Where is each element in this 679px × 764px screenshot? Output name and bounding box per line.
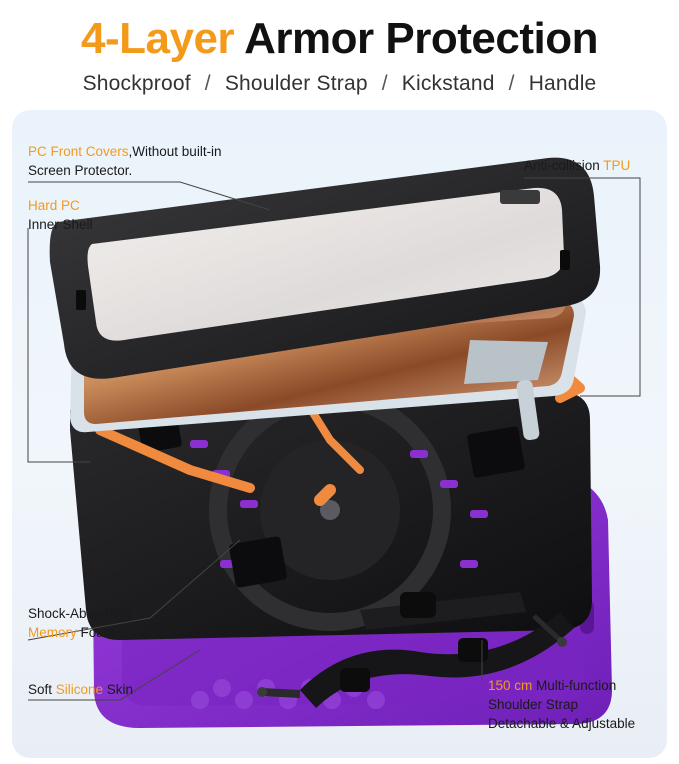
label-front-cover-rest: ,Without built-in xyxy=(128,144,222,159)
label-silicone-text: Soft xyxy=(28,682,56,697)
label-silicone: Soft Silicone Skin xyxy=(28,680,133,699)
feature-item: Shockproof xyxy=(82,72,191,95)
leader-lines xyxy=(27,177,641,701)
label-strap-accent: 150 cm xyxy=(488,678,533,693)
feature-item: Handle xyxy=(528,72,597,95)
label-foam-rest: Foam xyxy=(76,625,116,640)
feature-separator: / xyxy=(204,72,211,95)
label-inner-shell-line2: Inner Shell xyxy=(28,217,93,232)
label-foam-line1: Shock-Absorbing xyxy=(28,606,131,621)
label-front-cover-accent: PC Front Covers xyxy=(28,144,129,159)
pc-front-cover xyxy=(49,157,601,379)
label-tpu-accent: TPU xyxy=(603,158,631,173)
feature-separator: / xyxy=(381,72,388,95)
shoulder-strap xyxy=(257,592,574,708)
feature-separator: / xyxy=(508,72,515,95)
label-strap: 150 cm Multi-function Shoulder Strap Det… xyxy=(488,676,635,733)
label-inner-shell: Hard PC Inner Shell xyxy=(28,196,93,234)
label-silicone-accent: Silicone xyxy=(55,682,104,697)
label-front-cover-line2: Screen Protector. xyxy=(28,163,133,178)
feature-item: Kickstand xyxy=(401,72,495,95)
label-tpu: Anti-collision TPU xyxy=(524,156,630,175)
label-strap-line2: Shoulder Strap xyxy=(488,697,579,712)
headline-accent: 4-Layer xyxy=(81,14,235,63)
headline-rest: Armor Protection xyxy=(244,14,598,63)
headline: 4-Layer Armor Protection xyxy=(0,14,679,64)
feature-item: Shoulder Strap xyxy=(224,72,368,95)
label-foam: Shock-Absorbing Memory Foam xyxy=(28,604,131,642)
feature-list: Shockproof / Shoulder Strap / Kickstand / Hand… xyxy=(0,72,679,96)
label-tpu-text: Anti-collision xyxy=(524,158,604,173)
label-foam-accent: Memory xyxy=(28,625,77,640)
label-strap-line3: Detachable & Adjustable xyxy=(488,716,636,731)
label-inner-shell-accent: Hard PC xyxy=(28,198,80,213)
label-strap-line1-rest: Multi-function xyxy=(532,678,617,693)
label-front-cover: PC Front Covers,Without built-in Screen … xyxy=(28,142,222,180)
label-silicone-rest: Skin xyxy=(103,682,134,697)
